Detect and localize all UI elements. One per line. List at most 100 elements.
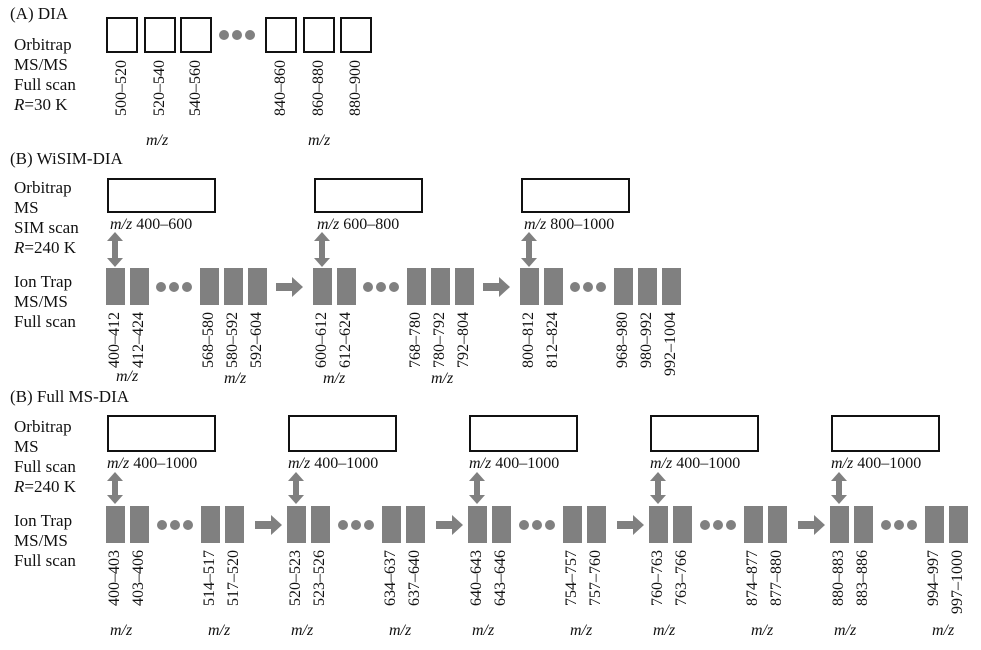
- orbitrap-label: Full scan: [14, 457, 76, 476]
- range-value: 400–1000: [676, 455, 741, 472]
- window-range-label: 540–560: [187, 60, 204, 116]
- orbitrap-label: Orbitrap: [14, 178, 72, 197]
- range-value: 400–600: [136, 216, 193, 233]
- window-range-label: 592–604: [248, 312, 265, 368]
- iontrap-msms-window: [830, 506, 849, 543]
- iontrap-msms-window: [468, 506, 487, 543]
- ellipsis-dot-icon: [219, 30, 229, 40]
- iontrap-msms-window: [106, 506, 125, 543]
- iontrap-msms-window: [587, 506, 606, 543]
- ellipsis-dot-icon: [894, 520, 904, 530]
- ellipsis-dot-icon: [907, 520, 917, 530]
- orbitrap-sim-scan-box: [314, 178, 423, 213]
- scan-range-label: m/z 400–1000: [469, 455, 559, 473]
- ellipsis-dot-icon: [182, 282, 192, 292]
- window-range-label: 517–520: [225, 550, 242, 606]
- iontrap-label: Full scan: [14, 551, 76, 570]
- scan-range-label: m/z 600–800: [317, 216, 399, 234]
- ellipsis-dot-icon: [169, 282, 179, 292]
- scan-range-label: m/z 400–1000: [831, 455, 921, 473]
- iontrap-msms-window: [130, 506, 149, 543]
- iontrap-msms-window: [563, 506, 582, 543]
- double-arrow-icon: [107, 472, 123, 504]
- mz-axis-label: m/z: [834, 622, 857, 639]
- window-range-label: 637–640: [406, 550, 423, 606]
- scan-range-label: m/z 400–1000: [107, 455, 197, 473]
- iontrap-msms-window: [925, 506, 944, 543]
- ellipsis-dot-icon: [700, 520, 710, 530]
- ellipsis-dot-icon: [376, 282, 386, 292]
- mz-axis-label: m/z: [472, 622, 495, 639]
- orbitrap-label: Orbitrap: [14, 417, 72, 436]
- iontrap-msms-window: [311, 506, 330, 543]
- ellipsis-dot-icon: [183, 520, 193, 530]
- window-range-label: 520–540: [151, 60, 168, 116]
- right-arrow-icon: [436, 515, 463, 535]
- iontrap-msms-window: [407, 268, 426, 305]
- range-value: 400–1000: [314, 455, 379, 472]
- window-range-label: 640–643: [468, 550, 485, 606]
- mz-prefix: m/z: [110, 216, 133, 233]
- iontrap-msms-window: [854, 506, 873, 543]
- orbitrap-msms-window: [265, 17, 297, 53]
- mz-axis-label: m/z: [116, 368, 139, 385]
- panel-a-side-label: Full scan: [14, 75, 76, 94]
- range-value: 400–1000: [133, 455, 198, 472]
- range-value: 800–1000: [550, 216, 615, 233]
- window-range-label: 877–880: [768, 550, 785, 606]
- iontrap-msms-window: [673, 506, 692, 543]
- window-range-label: 880–883: [830, 550, 847, 606]
- iontrap-msms-window: [768, 506, 787, 543]
- iontrap-msms-window: [455, 268, 474, 305]
- orbitrap-msms-window: [303, 17, 335, 53]
- ellipsis-dot-icon: [338, 520, 348, 530]
- ellipsis-dot-icon: [596, 282, 606, 292]
- orbitrap-sim-scan-box: [521, 178, 630, 213]
- panel-a-side-label: R=30 K: [14, 95, 68, 114]
- orbitrap-full-scan-box: [831, 415, 940, 452]
- iontrap-msms-window: [638, 268, 657, 305]
- window-range-label: 400–403: [106, 550, 123, 606]
- iontrap-msms-window: [949, 506, 968, 543]
- mz-axis-label: m/z: [291, 622, 314, 639]
- mz-axis-label: m/z: [570, 622, 593, 639]
- iontrap-msms-window: [544, 268, 563, 305]
- ellipsis-dot-icon: [232, 30, 242, 40]
- window-range-label: 500–520: [113, 60, 130, 116]
- orbitrap-full-scan-box: [650, 415, 759, 452]
- orbitrap-msms-window: [106, 17, 138, 53]
- ellipsis-dot-icon: [363, 282, 373, 292]
- window-range-label: 763–766: [673, 550, 690, 606]
- window-range-label: 768–780: [407, 312, 424, 368]
- right-arrow-icon: [798, 515, 825, 535]
- iontrap-label: Full scan: [14, 312, 76, 331]
- iontrap-msms-window: [662, 268, 681, 305]
- mz-prefix: m/z: [524, 216, 547, 233]
- ellipsis-dot-icon: [519, 520, 529, 530]
- ellipsis-dot-icon: [713, 520, 723, 530]
- mz-prefix: m/z: [469, 455, 492, 472]
- window-range-label: 754–757: [563, 550, 580, 606]
- window-range-label: 800–812: [520, 312, 537, 368]
- mz-prefix: m/z: [831, 455, 854, 472]
- mz-axis-label: m/z: [932, 622, 955, 639]
- iontrap-msms-window: [106, 268, 125, 305]
- ellipsis-dot-icon: [545, 520, 555, 530]
- double-arrow-icon: [107, 232, 123, 267]
- orbitrap-msms-window: [144, 17, 176, 53]
- orbitrap-sim-scan-box: [107, 178, 216, 213]
- ellipsis-dot-icon: [583, 282, 593, 292]
- mz-axis-label: m/z: [323, 370, 346, 387]
- iontrap-msms-window: [248, 268, 267, 305]
- iontrap-msms-window: [744, 506, 763, 543]
- right-arrow-icon: [483, 277, 510, 297]
- window-range-label: 643–646: [492, 550, 509, 606]
- ellipsis-dot-icon: [156, 282, 166, 292]
- panel-a-title: (A) DIA: [10, 4, 69, 23]
- double-arrow-icon: [831, 472, 847, 504]
- iontrap-msms-window: [130, 268, 149, 305]
- orbitrap-full-scan-box: [107, 415, 216, 452]
- mz-axis-label: m/z: [751, 622, 774, 639]
- orbitrap-msms-window: [180, 17, 212, 53]
- mz-prefix: m/z: [650, 455, 673, 472]
